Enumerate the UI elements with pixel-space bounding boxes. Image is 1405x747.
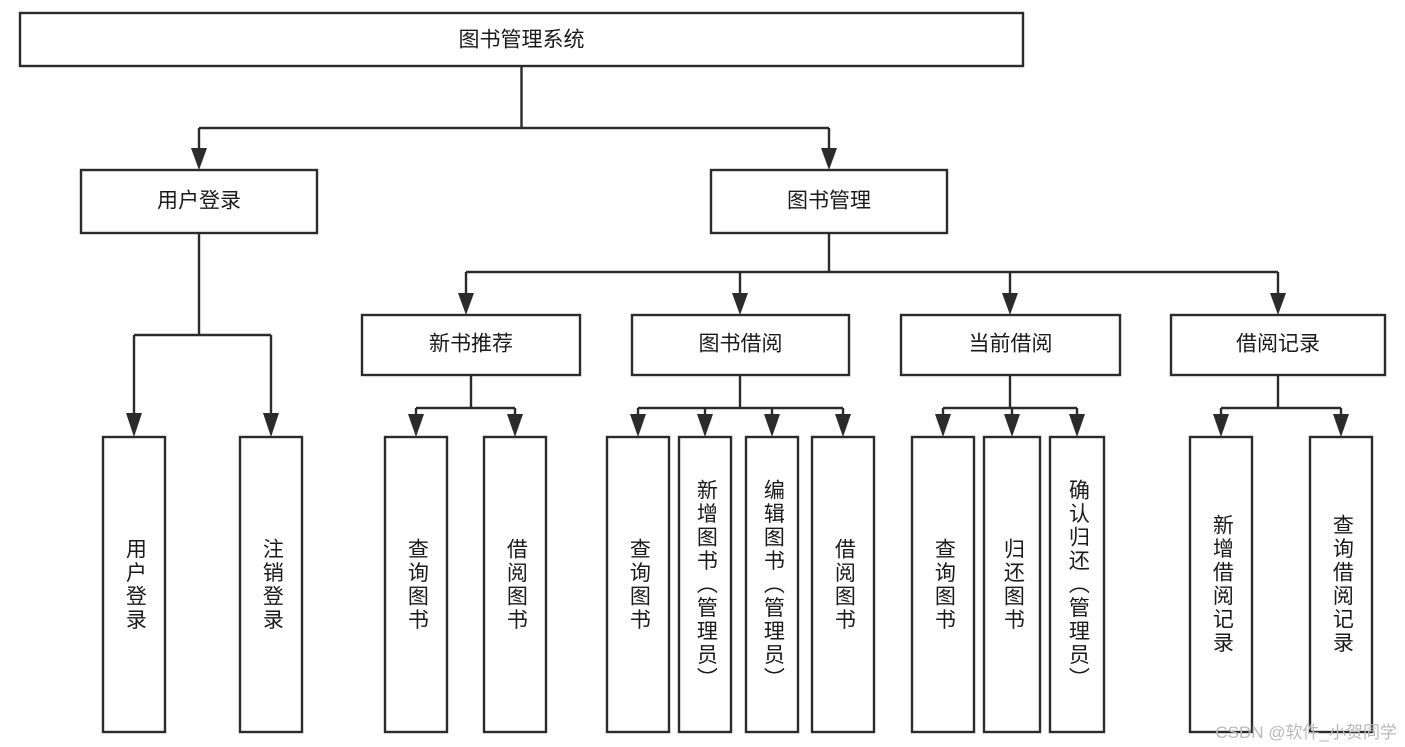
node-label-book-borrow: 图书借阅: [699, 333, 783, 356]
node-label-borrow-record: 借阅记录: [1236, 333, 1320, 356]
arrow-head-current-borrow: [1002, 293, 1018, 315]
arrow-head-leaf-bb-edit: [764, 414, 780, 437]
node-label-current-borrow: 当前借阅: [969, 333, 1053, 356]
node-box-user-login[interactable]: [79, 168, 319, 235]
node-box-leaf-bb-edit[interactable]: [744, 435, 800, 734]
node-box-leaf-user-logout[interactable]: [238, 435, 304, 734]
arrow-head-book-borrow: [732, 293, 748, 315]
node-box-leaf-cb-return[interactable]: [982, 435, 1042, 734]
node-box-leaf-bb-add[interactable]: [677, 435, 733, 734]
node-box-leaf-bb-borrow[interactable]: [810, 435, 876, 734]
node-box-root[interactable]: [18, 11, 1025, 68]
arrow-head-leaf-bb-add: [697, 414, 713, 437]
arrow-head-leaf-br-query: [1333, 414, 1349, 437]
node-box-borrow-record[interactable]: [1169, 313, 1387, 377]
arrow-head-leaf-bb-borrow: [835, 414, 851, 437]
node-box-leaf-br-add[interactable]: [1188, 435, 1254, 734]
connectors-layer: [126, 66, 1349, 437]
arrow-head-leaf-cb-return: [1004, 414, 1020, 437]
arrow-head-borrow-record: [1270, 293, 1286, 315]
node-box-leaf-rec-query[interactable]: [383, 435, 449, 734]
node-box-book-borrow[interactable]: [630, 313, 851, 377]
arrow-head-leaf-user-login: [126, 413, 142, 437]
arrow-head-leaf-rec-borrow: [507, 414, 523, 437]
node-box-leaf-br-query[interactable]: [1308, 435, 1374, 734]
arrow-head-leaf-cb-confirm: [1069, 414, 1085, 437]
arrow-head-book-manage: [821, 148, 837, 170]
nodes-layer: 图书管理系统 用户登录 图书管理 新书推荐 图书借阅 当前借阅 借阅记录: [18, 11, 1387, 734]
node-box-book-manage[interactable]: [709, 168, 949, 235]
node-box-leaf-rec-borrow[interactable]: [482, 435, 548, 734]
node-label-new-book-rec: 新书推荐: [429, 333, 513, 356]
node-box-leaf-cb-query[interactable]: [910, 435, 976, 734]
node-box-leaf-user-login[interactable]: [101, 435, 167, 734]
node-box-current-borrow[interactable]: [899, 313, 1122, 377]
node-label-user-login: 用户登录: [157, 190, 241, 213]
arrow-head-new-book-rec: [458, 293, 474, 315]
arrow-head-user-login: [191, 148, 207, 170]
node-label-root: 图书管理系统: [459, 29, 585, 52]
csdn-watermark: CSDN @软件_小贺同学: [1215, 723, 1397, 742]
arrow-head-leaf-br-add: [1213, 414, 1229, 437]
arrow-head-leaf-bb-query: [630, 414, 646, 437]
arrow-head-leaf-rec-query: [408, 414, 424, 437]
node-box-leaf-bb-query[interactable]: [605, 435, 671, 734]
node-box-leaf-cb-confirm[interactable]: [1048, 435, 1106, 734]
arrow-head-leaf-cb-query: [935, 414, 951, 437]
arrow-head-leaf-user-logout: [263, 413, 279, 437]
node-box-new-book-rec[interactable]: [360, 313, 582, 377]
node-label-book-manage: 图书管理: [787, 190, 871, 213]
